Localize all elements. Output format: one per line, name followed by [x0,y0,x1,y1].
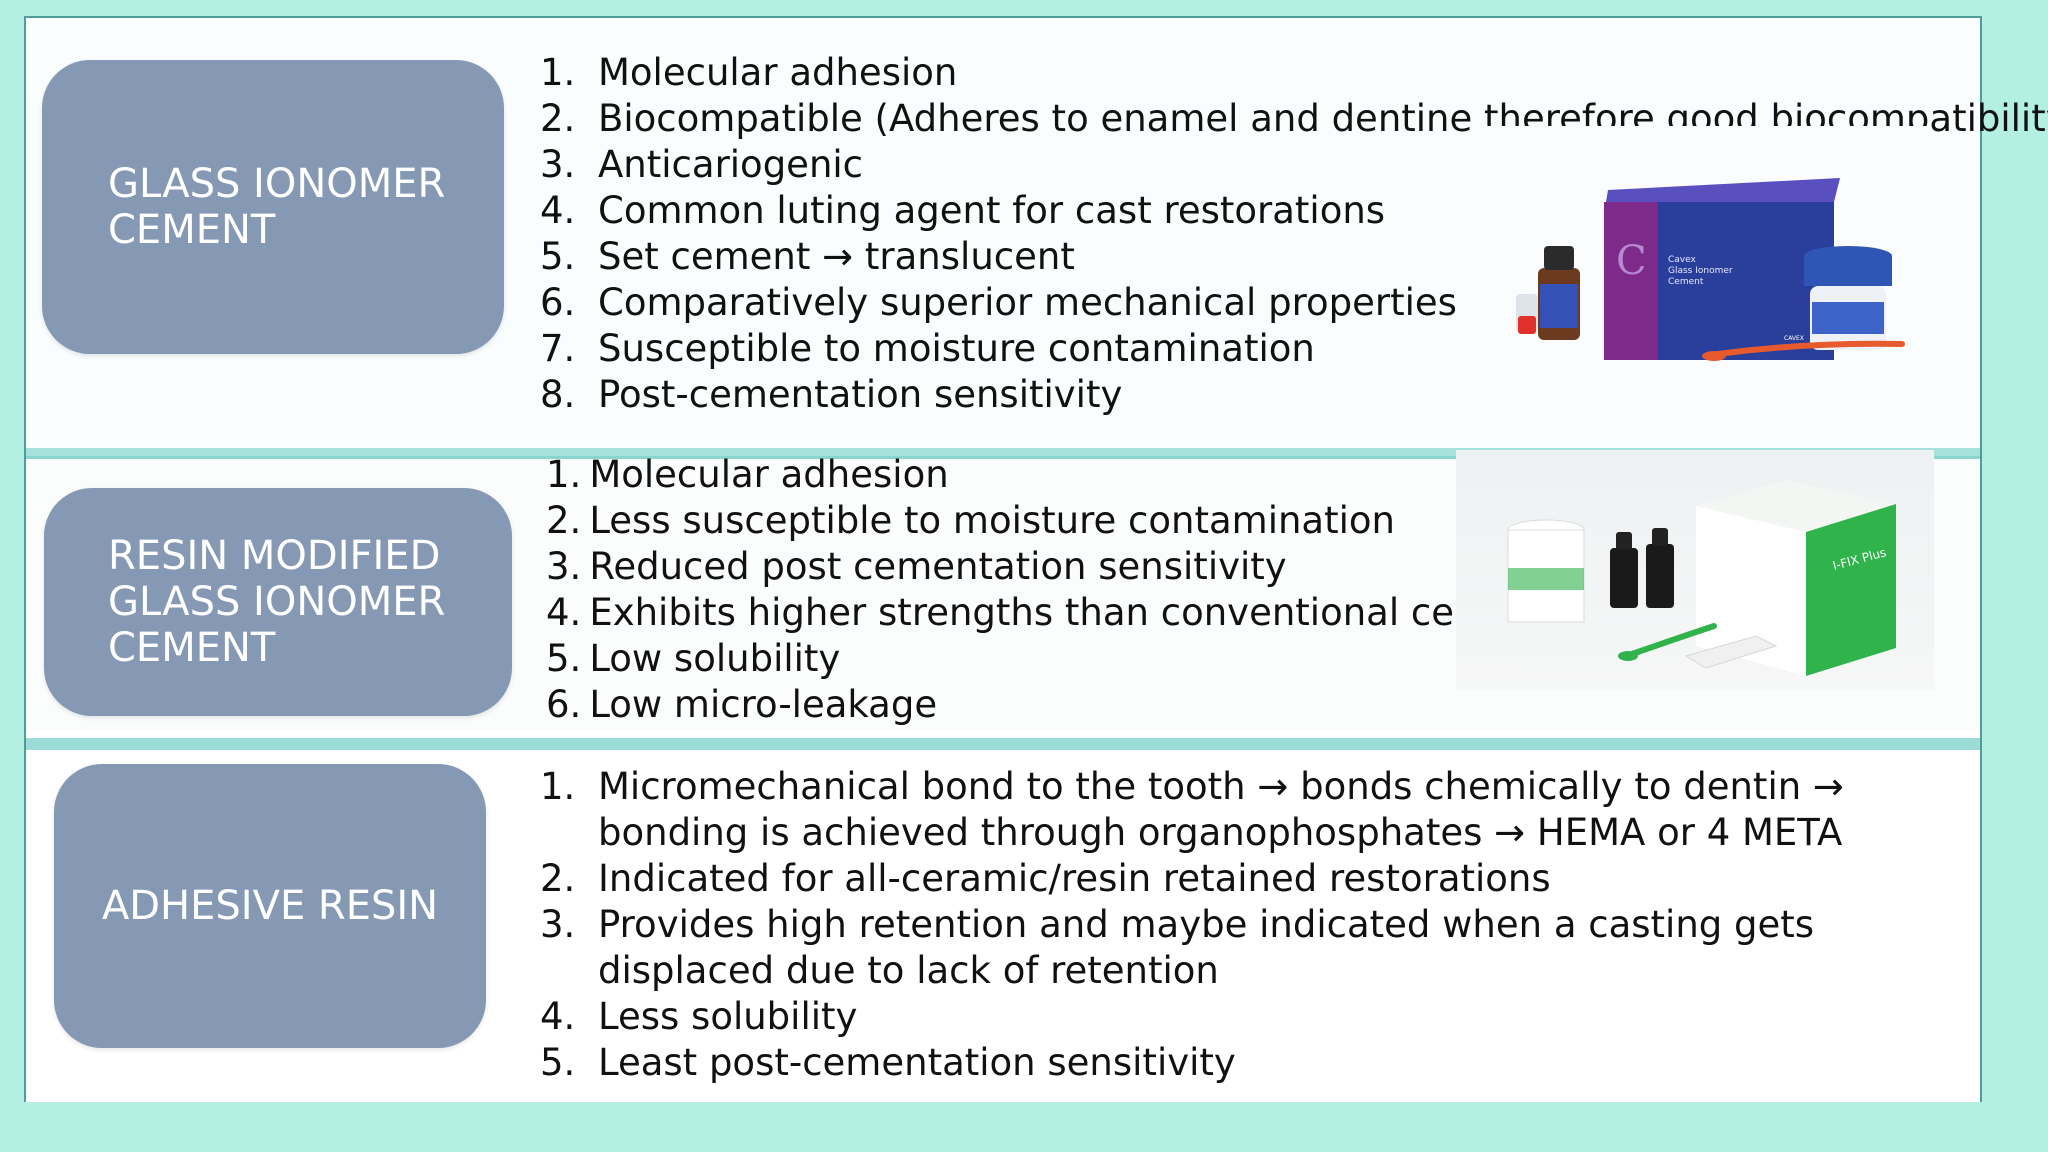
adhesive-resin-list: 1.Micromechanical bond to the tooth → bo… [540,764,1844,1086]
list-item: 8.Post-cementation sensitivity [540,373,1123,416]
list-item: 2.Less susceptible to moisture contamina… [546,499,1395,542]
glass-ionomer-title-pill: GLASS IONOMER CEMENT [42,60,504,354]
box-label: Cavex [1668,255,1697,265]
list-item: 4.Less solubility [540,995,858,1038]
glass-ionomer-title: GLASS IONOMER CEMENT [108,161,446,253]
rmgic-list: 1.Molecular adhesion 2.Less susceptible … [546,452,1570,728]
list-item: 1.Molecular adhesion [540,51,958,94]
list-item: 5.Least post-cementation sensitivity [540,1041,1236,1084]
svg-text:CAVEX: CAVEX [1784,335,1804,342]
adhesive-resin-title: ADHESIVE RESIN [101,883,439,929]
box-label-line: Glass Ionomer [1668,266,1733,276]
adhesive-resin-title-pill: ADHESIVE RESIN [54,764,486,1048]
rmgic-title-pill: RESIN MODIFIED GLASS IONOMER CEMENT [44,488,512,716]
list-item: 5.Low solubility [546,637,841,680]
rmgic-product-image: I-FIX Plus [1456,450,1934,690]
rmgic-title: RESIN MODIFIED GLASS IONOMER CEMENT [108,533,446,671]
list-item: 2.Indicated for all-ceramic/resin retain… [540,857,1551,900]
box-brand: CAVEX [1784,335,1804,342]
list-item: 4.Exhibits higher strengths than convent… [546,591,1571,634]
list-item: 3.Anticariogenic [540,143,864,186]
glass-ionomer-list: 1.Molecular adhesion 2.Biocompatible (Ad… [540,50,2048,418]
svg-text:C: C [1616,238,1647,284]
list-item: 6.Comparatively superior mechanical prop… [540,281,1457,324]
list-item: 7.Susceptible to moisture contamination [540,327,1315,370]
list-item: 4.Common luting agent for cast restorati… [540,189,1386,232]
box-label-line: Cement [1668,277,1704,287]
list-item: 6.Low micro-leakage [546,683,938,726]
list-item: 5.Set cement → translucent [540,235,1075,278]
section-divider [26,448,1980,456]
list-item: 3.Provides high retention and maybe indi… [540,903,1815,992]
box-letter: C [1616,238,1647,284]
list-item: 1.Micromechanical bond to the tooth → bo… [540,765,1844,854]
rmgic-kit-illustration: I-FIX Plus [1507,480,1896,676]
list-item: 1.Molecular adhesion [546,453,949,496]
list-item: 3.Reduced post cementation sensitivity [546,545,1287,588]
